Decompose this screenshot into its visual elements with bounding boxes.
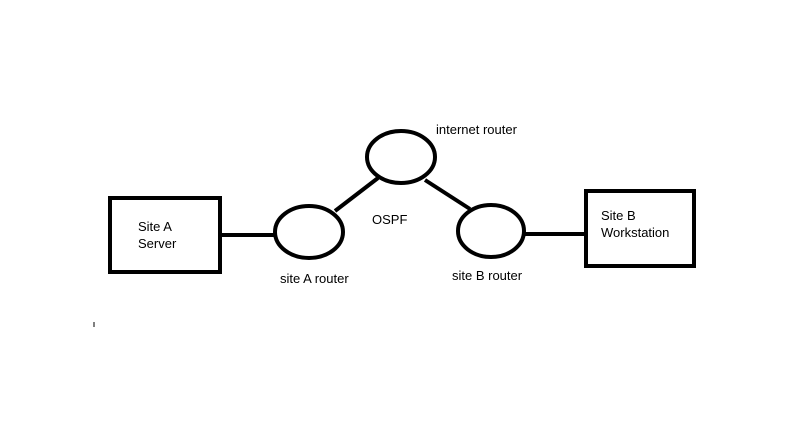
site-a-router-label: site A router <box>280 271 349 286</box>
internet-router-label: internet router <box>436 122 517 137</box>
site-a-box-line1: Site A <box>138 219 172 234</box>
ospf-label: OSPF <box>372 212 408 227</box>
site-b-router-label: site B router <box>452 268 523 283</box>
site-b-box-line1: Site B <box>601 208 636 223</box>
link-site-a-router-to-internet-router <box>333 176 380 213</box>
site-a-box-text: Site A Server <box>138 218 176 252</box>
site-b-box-line2: Workstation <box>601 225 670 240</box>
site-a-server-box <box>108 196 222 274</box>
site-b-workstation-box <box>584 189 696 268</box>
site-a-box-line2: Server <box>138 236 177 251</box>
site-b-router-node <box>456 203 526 259</box>
site-b-box-text: Site B Workstation <box>601 207 669 241</box>
site-a-router-node <box>273 204 345 260</box>
link-internet-router-to-site-b-router <box>423 178 472 211</box>
internet-router-node <box>365 129 437 185</box>
